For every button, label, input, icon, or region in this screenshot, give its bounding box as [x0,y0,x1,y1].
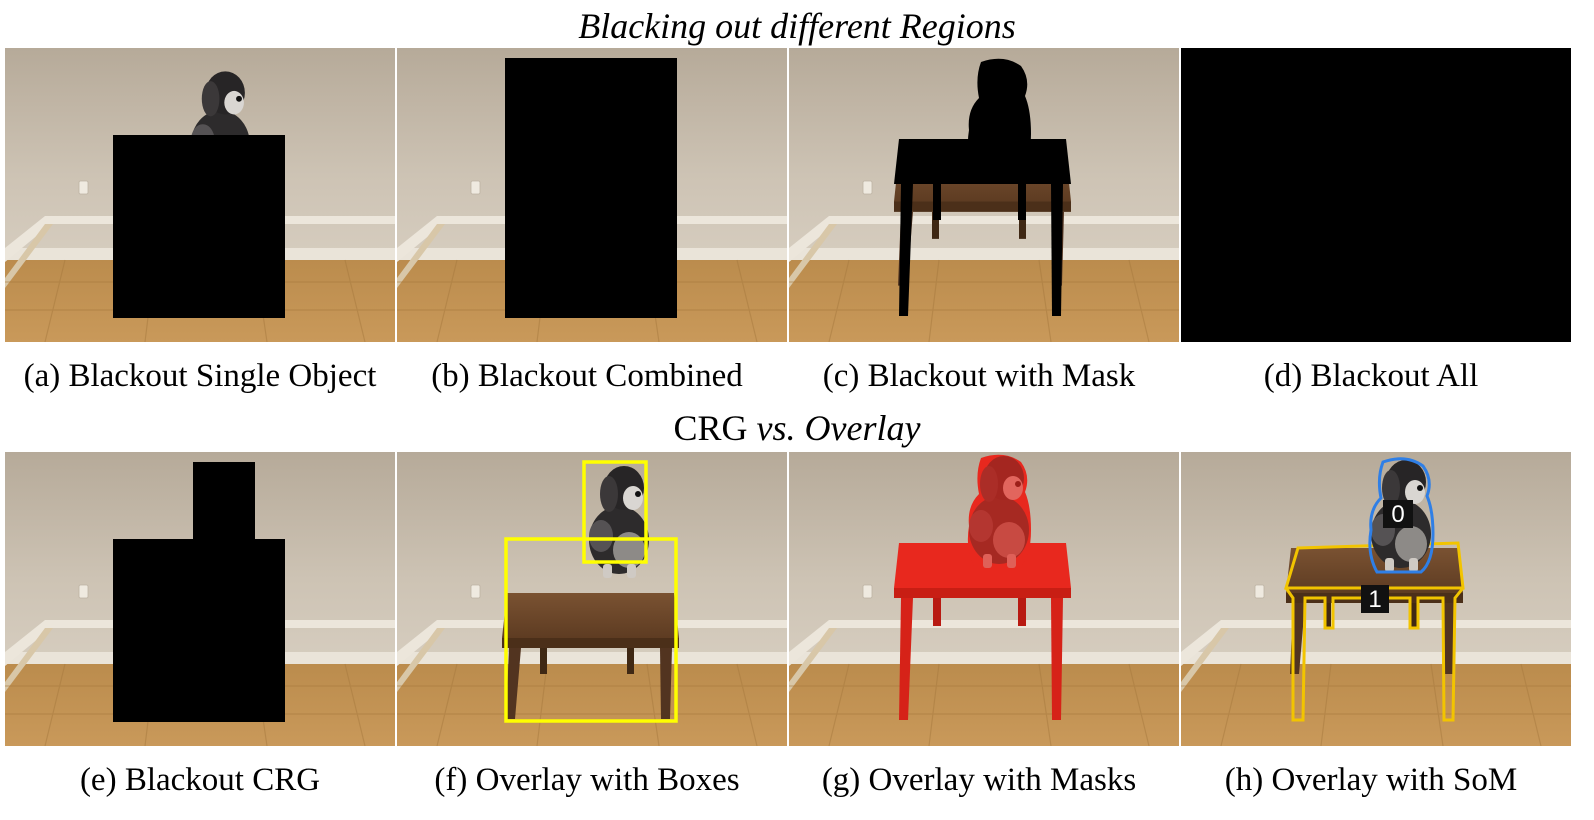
caption-e: (e) Blackout CRG [79,762,321,798]
panel-e [5,452,395,746]
blackout-region [1181,48,1571,342]
caption-d: (d) Blackout All [1263,358,1479,394]
panel-f [397,452,787,746]
som-label-1: 1 [1368,586,1381,613]
panel-g [789,452,1179,746]
bbox-dog [582,460,648,564]
caption-a: (a) Blackout Single Object [23,358,377,394]
blackout-region [505,58,677,318]
panel-c [789,48,1179,342]
bbox-table [504,537,678,723]
panel-h: 0 1 [1181,452,1571,746]
blackout-region [113,135,285,318]
som-label-1-bg [1361,585,1389,613]
row2-heading: CRG vs. Overlay [673,408,921,448]
panel-b [397,48,787,342]
row1-heading: Blacking out different Regions [578,6,1016,46]
panel-a [5,48,395,342]
caption-g: (g) Overlay with Masks [821,762,1137,798]
caption-f: (f) Overlay with Boxes [434,762,740,798]
panel-d [1181,48,1571,342]
caption-b: (b) Blackout Combined [431,358,743,394]
caption-c: (c) Blackout with Mask [822,358,1136,394]
caption-h: (h) Overlay with SoM [1224,762,1518,798]
som-label-0: 0 [1391,501,1404,528]
som-label-0-bg [1383,500,1413,528]
